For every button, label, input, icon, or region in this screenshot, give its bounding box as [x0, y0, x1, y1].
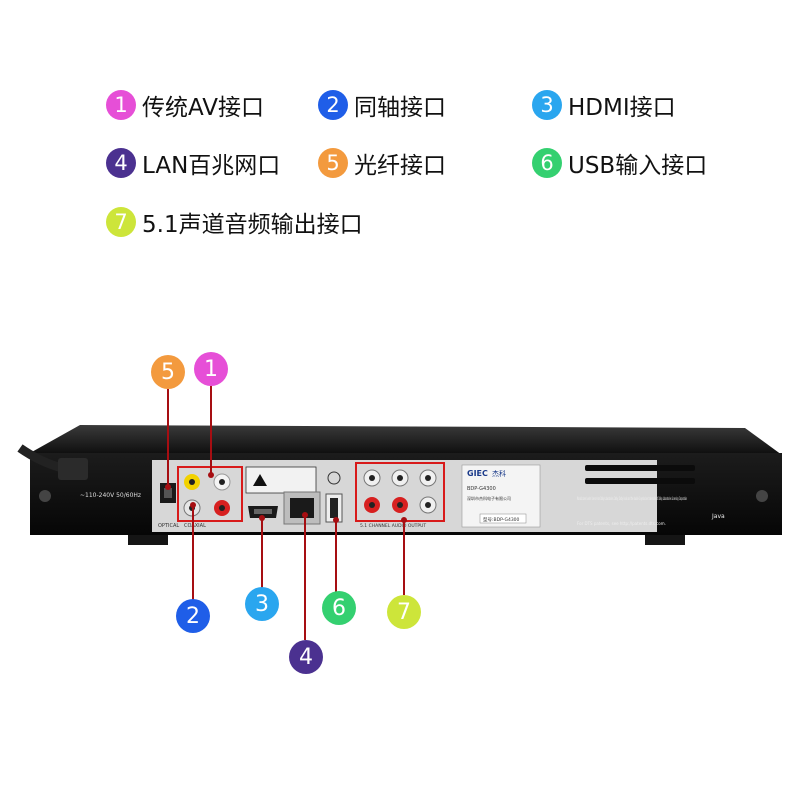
legend-item-7: 7 5.1声道音频输出接口 — [106, 204, 363, 240]
av-yellow-port-inner — [189, 479, 195, 485]
badge-7: 7 — [106, 207, 136, 237]
surround-port-5-inner — [397, 502, 403, 508]
surround-port-1-inner — [369, 475, 375, 481]
badge-3: 3 — [532, 90, 562, 120]
optical-port-inner — [164, 488, 172, 498]
device-foot-right — [645, 535, 685, 545]
voltage-label: ~110-240V 50/60Hz — [80, 492, 141, 499]
ccc-mark-icon — [327, 471, 341, 485]
callout-dot — [208, 472, 214, 478]
coaxial-label: COAXIAL — [184, 523, 206, 529]
legend-item-2: 2 同轴接口 — [318, 87, 446, 123]
badge-2: 2 — [318, 90, 348, 120]
license-text: Manufactured under license from Dolby La… — [577, 496, 687, 502]
dts-text: For DTS patents, see http://patents.dts.… — [577, 521, 666, 526]
legend-item-5: 5 光纤接口 — [318, 145, 446, 181]
legend-item-6: 6 USB输入接口 — [532, 145, 707, 181]
serial-text: 型号:BDP-G4300 — [483, 516, 520, 523]
optical-label: OPTICAL — [158, 523, 179, 529]
legend-item-4: 4 LAN百兆网口 — [106, 145, 280, 181]
callout-dot — [259, 515, 265, 521]
vent-slot — [585, 478, 695, 484]
badge-4: 4 — [106, 148, 136, 178]
legend-label-5: 光纤接口 — [354, 153, 446, 179]
callout-badge-6: 6 — [322, 591, 356, 625]
surround-port-2-inner — [397, 475, 403, 481]
legend-label-1: 传统AV接口 — [142, 95, 264, 121]
badge-1: 1 — [106, 90, 136, 120]
surround-port-4-inner — [369, 502, 375, 508]
vent-slot — [585, 465, 695, 471]
callout-dot — [165, 484, 171, 490]
hdmi-port-inner — [254, 509, 272, 514]
callout-badge-4: 4 — [289, 640, 323, 674]
av-white-port-inner — [219, 479, 225, 485]
surround-port-6-inner — [425, 502, 431, 508]
surround-port-3-inner — [425, 475, 431, 481]
av-red-port-inner — [219, 505, 225, 511]
legend-label-6: USB输入接口 — [568, 153, 708, 179]
callout-badge-5: 5 — [151, 355, 185, 389]
usb-port-inner — [330, 498, 338, 518]
badge-5: 5 — [318, 148, 348, 178]
legend-label-3: HDMI接口 — [568, 95, 676, 121]
screw-right — [756, 490, 768, 502]
brand-logo: GIEC — [467, 469, 488, 478]
callout-dot — [190, 502, 196, 508]
callout-dot — [401, 517, 407, 523]
license-text-content: Manufactured under license from Dolby La… — [577, 496, 687, 502]
legend-label-7: 5.1声道音频输出接口 — [142, 212, 363, 238]
serial-box — [479, 513, 527, 524]
warning-icon — [253, 474, 267, 486]
brand-cn: 杰科 — [492, 469, 506, 478]
callout-dot — [302, 512, 308, 518]
callout-badge-7: 7 — [387, 595, 421, 629]
company-name: 深圳市杰科电子有限公司 — [467, 495, 511, 501]
surround-label: 5.1 CHANNEL AUDIO OUTPUT — [360, 523, 426, 529]
callout-badge-1: 1 — [194, 352, 228, 386]
device-top — [30, 425, 782, 455]
legend-item-1: 1 传统AV接口 — [106, 87, 264, 123]
callout-badge-3: 3 — [245, 587, 279, 621]
power-plug — [58, 458, 88, 480]
legend-label-4: LAN百兆网口 — [142, 153, 281, 179]
callout-badge-2: 2 — [176, 599, 210, 633]
java-label: Java — [711, 513, 725, 520]
screw-left — [39, 490, 51, 502]
surround-ports-outline — [355, 462, 445, 522]
legend-label-2: 同轴接口 — [354, 95, 446, 121]
badge-6: 6 — [532, 148, 562, 178]
device-foot-left — [128, 535, 168, 545]
legend-item-3: 3 HDMI接口 — [532, 87, 676, 123]
callout-dot — [333, 517, 339, 523]
lan-port-inner — [290, 498, 314, 518]
model-name: BDP-G4300 — [467, 486, 496, 492]
